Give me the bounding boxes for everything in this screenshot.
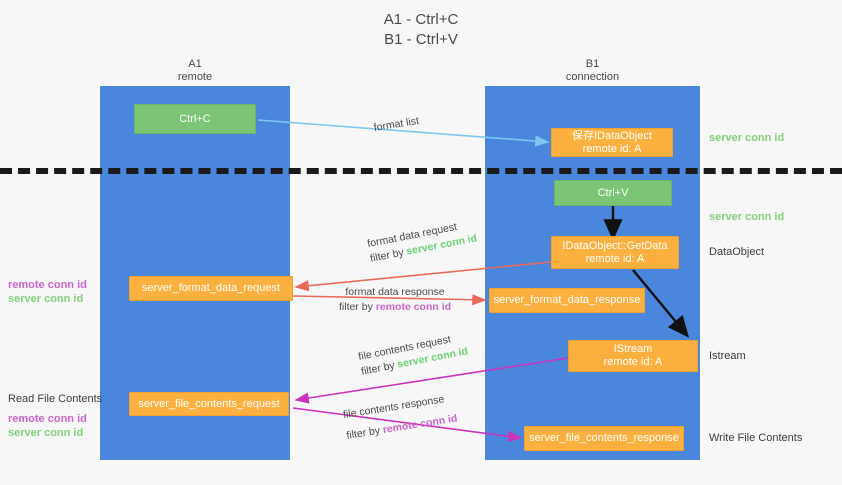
edge-label-file-contents-response: file contents response filter by remote … <box>342 391 458 444</box>
edge-label-format-data-response-filter: filter by remote conn id <box>339 300 451 315</box>
node-server-format-data-request[interactable]: server_format_data_request <box>129 276 293 301</box>
left-label-server-conn-id-1: server conn id <box>8 293 84 305</box>
node-ctrl-c[interactable]: Ctrl+C <box>134 104 256 134</box>
node-save-idataobject-line1: 保存IDataObject <box>571 129 653 142</box>
node-server-format-data-response-label: server_format_data_response <box>493 294 641 306</box>
edge-label-format-data-response-line1: format data response <box>345 286 445 298</box>
filter-prefix: filter by <box>339 301 376 313</box>
lane-b1-subtitle: connection <box>565 71 620 83</box>
right-label-dataobject: DataObject <box>709 246 765 258</box>
lane-header-b1: B1 connection <box>485 58 700 84</box>
node-istream-line1: IStream <box>613 343 653 355</box>
filter-key-remote-conn-id: remote conn id <box>381 412 459 437</box>
right-label-server-conn-id-top: server conn id <box>709 132 785 144</box>
node-ctrl-v[interactable]: Ctrl+V <box>554 180 672 206</box>
filter-key-remote-conn-id: remote conn id <box>375 301 452 313</box>
lane-a1-subtitle: remote <box>177 71 213 83</box>
left-label-read-file-contents: Read File Contents <box>8 393 103 405</box>
edge-label-format-list-text: format list <box>372 114 420 134</box>
left-label-remote-conn-id-2: remote conn id <box>8 413 87 425</box>
right-label-istream: Istream <box>709 350 746 362</box>
node-idataobject-getdata[interactable]: IDataObject::GetData remote id: A <box>551 236 679 269</box>
node-server-format-data-request-label: server_format_data_request <box>141 282 281 294</box>
node-idataobject-getdata-line1: IDataObject::GetData <box>562 239 668 252</box>
node-save-idataobject-line2: remote id: A <box>582 142 642 155</box>
node-server-format-data-response[interactable]: server_format_data_response <box>489 288 645 313</box>
lane-a1-name: A1 <box>188 58 202 70</box>
edge-label-format-list: format list <box>373 114 420 136</box>
lane-b1-name: B1 <box>585 58 600 70</box>
right-label-server-conn-id-mid: server conn id <box>709 211 785 223</box>
filter-prefix: filter by <box>345 424 384 442</box>
node-ctrl-v-label: Ctrl+V <box>597 186 629 199</box>
node-istream[interactable]: IStream remote id: A <box>568 340 698 372</box>
left-label-server-conn-id-2: server conn id <box>8 427 84 439</box>
left-label-conn-pair-1: remote conn id server conn id <box>8 278 87 306</box>
node-ctrl-c-label: Ctrl+C <box>179 112 211 125</box>
node-idataobject-getdata-line2: remote id: A <box>585 252 645 265</box>
title-line-2: B1 - Ctrl+V <box>384 31 458 48</box>
node-server-file-contents-request[interactable]: server_file_contents_request <box>129 392 289 416</box>
node-istream-line2: remote id: A <box>603 356 663 368</box>
phase-divider <box>0 168 842 174</box>
title-line-1: A1 - Ctrl+C <box>383 11 459 28</box>
edge-label-file-contents-request: file contents request filter by server c… <box>357 330 469 380</box>
node-server-file-contents-response-label: server_file_contents_response <box>529 432 679 444</box>
left-label-conn-pair-2: remote conn id server conn id <box>8 412 87 440</box>
diagram-title: A1 - Ctrl+C B1 - Ctrl+V <box>0 10 842 50</box>
node-server-file-contents-request-label: server_file_contents_request <box>138 397 280 410</box>
lane-header-a1: A1 remote <box>100 58 290 84</box>
edge-label-format-data-request: format data request filter by server con… <box>366 217 478 267</box>
right-label-write-file-contents: Write File Contents <box>709 432 803 444</box>
left-label-remote-conn-id-1: remote conn id <box>8 279 87 291</box>
edge-label-format-data-response: format data response filter by remote co… <box>339 285 451 315</box>
node-server-file-contents-response[interactable]: server_file_contents_response <box>524 426 684 451</box>
node-save-idataobject[interactable]: 保存IDataObject remote id: A <box>551 128 673 157</box>
